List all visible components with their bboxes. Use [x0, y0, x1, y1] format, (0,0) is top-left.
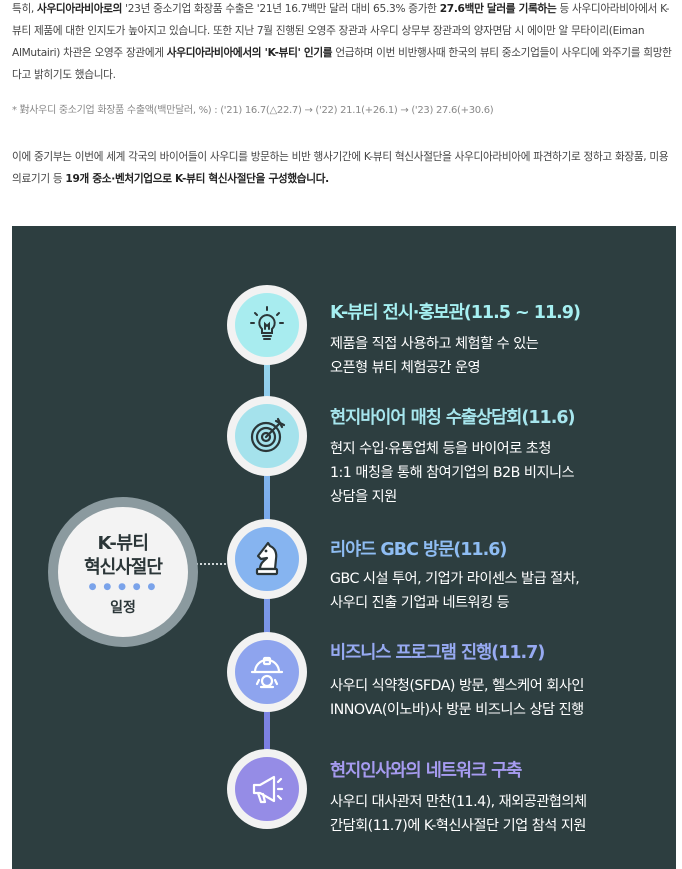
timeline-node-5 — [227, 749, 307, 829]
timeline-node-3 — [227, 519, 307, 599]
timeline-node-1 — [227, 285, 307, 365]
bold-text: 사우디아라비아로의 — [37, 3, 123, 15]
hub-line-1: K-뷰티 — [97, 533, 149, 554]
item-2-title: 현지바이어 매칭 수출상담회(11.6) — [330, 408, 576, 428]
desc-line: 1:1 매칭을 통해 참여기업의 B2B 비지니스 — [330, 465, 575, 481]
desc-line: 사우디 대사관저 만찬(11.4), 재외공관협의체 — [330, 794, 587, 810]
item-5-title: 현지인사와의 네트워크 구축 — [330, 761, 522, 781]
timeline-node-4 — [227, 632, 307, 712]
bold-text: 27.6백만 달러를 기록하는 — [439, 3, 557, 15]
helmet-gear-icon — [250, 656, 284, 689]
desc-line: 사우디 진출 기업과 네트워킹 등 — [330, 595, 510, 611]
item-5-desc: 사우디 대사관저 만찬(11.4), 재외공관협의체 간담회(11.7)에 K-… — [330, 790, 670, 838]
hub-circle: K-뷰티 혁신사절단 ● ● ● ● ● 일정 — [58, 507, 188, 637]
desc-line: 현지 수입·유통업체 등을 바이어로 초청 — [330, 441, 551, 457]
text-run: 등 사우디아라비아에서 K-뷰티 제품에 대한 인지도가 높아지고 있습니다. … — [12, 3, 670, 59]
desc-line: INNOVA(이노바)사 방문 비즈니스 상담 진행 — [330, 702, 584, 718]
node-circle — [235, 404, 299, 468]
bold-text: 19개 중소·벤처기업으로 K-뷰티 혁신사절단을 구성했습니다. — [65, 173, 329, 185]
desc-line: 제품을 직접 사용하고 체험할 수 있는 — [330, 336, 539, 352]
node-circle — [235, 293, 299, 357]
desc-line: GBC 시설 투어, 기업가 라이센스 발급 절차, — [330, 571, 580, 587]
lightbulb-icon — [250, 306, 284, 340]
paragraph-saudi-exports: 특히, 사우디아라비아로의 '23년 중소기업 화장품 수출은 '21년 16.… — [12, 0, 676, 86]
item-4-desc: 사우디 식약청(SFDA) 방문, 헬스케어 회사인 INNOVA(이노바)사 … — [330, 674, 670, 722]
timeline-node-2 — [227, 396, 307, 476]
item-1-desc: 제품을 직접 사용하고 체험할 수 있는 오픈형 뷰티 체험공간 운영 — [330, 332, 670, 380]
node-circle — [235, 527, 299, 591]
text-run: 특히, — [12, 3, 38, 15]
text-run: '23년 중소기업 화장품 수출은 '21년 16.7백만 달러 대비 65.3… — [122, 3, 440, 15]
export-footnote: * 對사우디 중소기업 화장품 수출액(백만달러, %) : ('21) 16.… — [12, 105, 494, 116]
desc-line: 오픈형 뷰티 체험공간 운영 — [330, 360, 481, 376]
chess-knight-icon — [255, 541, 279, 576]
megaphone-icon — [252, 775, 284, 804]
text-run: 언급하며 이번 비반행사때 한국의 뷰티 중소기업들이 사우디에 와주기를 희망… — [12, 47, 672, 81]
desc-line: 사우디 식약청(SFDA) 방문, 헬스케어 회사인 — [330, 678, 584, 694]
bold-text: 사우디아라비아에서의 'K-뷰티' 인기를 — [166, 47, 333, 59]
item-3-desc: GBC 시설 투어, 기업가 라이센스 발급 절차, 사우디 진출 기업과 네트… — [330, 567, 670, 615]
item-4-title: 비즈니스 프로그램 진행(11.7) — [330, 643, 545, 663]
text-run: 이에 중기부는 이번에 세계 각국의 바이어들이 사우디를 방문하는 비반 행사… — [12, 151, 669, 185]
desc-line: 상담을 지원 — [330, 489, 397, 505]
node-circle — [235, 640, 299, 704]
k-beauty-schedule-infographic: K-뷰티 혁신사절단 ● ● ● ● ● 일정 K-뷰티 전시·홍보관(11.5… — [12, 226, 676, 869]
hub-line-3: 일정 — [110, 600, 136, 616]
desc-line: 간담회(11.7)에 K-혁신사절단 기업 참석 지원 — [330, 818, 586, 834]
paragraph-delegation: 이에 중기부는 이번에 세계 각국의 바이어들이 사우디를 방문하는 비반 행사… — [12, 146, 676, 190]
node-circle — [235, 757, 299, 821]
item-1-title: K-뷰티 전시·홍보관(11.5 ~ 11.9) — [330, 303, 581, 323]
item-3-title: 리야드 GBC 방문(11.6) — [330, 540, 507, 560]
hub-line-2: 혁신사절단 — [84, 557, 163, 578]
item-2-desc: 현지 수입·유통업체 등을 바이어로 초청 1:1 매칭을 통해 참여기업의 B… — [330, 437, 670, 509]
target-icon — [250, 417, 286, 453]
hub-dots: ● ● ● ● ● — [88, 582, 158, 592]
hub-connector — [196, 563, 230, 565]
